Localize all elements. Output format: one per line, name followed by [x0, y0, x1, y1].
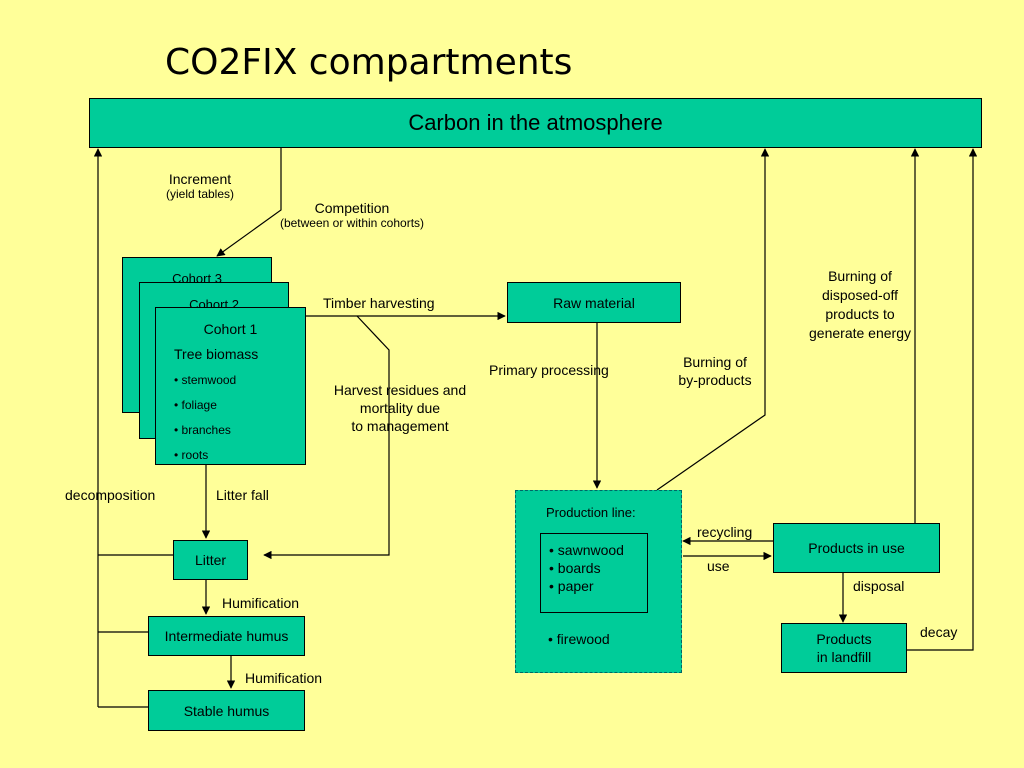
timber-harvesting-label: Timber harvesting	[323, 295, 435, 311]
atmosphere-box: Carbon in the atmosphere	[89, 98, 982, 148]
firewood-label: • firewood	[548, 631, 610, 647]
litter-box: Litter	[173, 540, 248, 580]
production-line-title: Production line:	[546, 505, 636, 520]
burning-byproducts-arrow	[656, 148, 770, 491]
cohort-1-item: • foliage	[174, 398, 217, 412]
cohort-1-item: • branches	[174, 423, 231, 437]
products-in-use-label: Products in use	[808, 540, 905, 556]
harvest-residues-line: to management	[351, 418, 449, 434]
humification-label-2: Humification	[245, 670, 323, 686]
atmosphere-label: Carbon in the atmosphere	[408, 110, 663, 135]
cohort-1-box: Cohort 1 Tree biomass • stemwood • folia…	[155, 307, 306, 465]
burning-byproducts-line: by-products	[678, 372, 752, 388]
production-items-box: • sawnwood • boards • paper	[540, 533, 648, 613]
litter-fall-label: Litter fall	[216, 487, 269, 503]
decay-arrow	[907, 148, 978, 651]
cohort-1-item: • roots	[174, 448, 209, 462]
cohort-1-item: • stemwood	[174, 373, 237, 387]
production-line-box: Production line: • sawnwood • boards • p…	[515, 490, 682, 673]
raw-material-label: Raw material	[553, 294, 635, 311]
burning-byproducts-label: Burning of by-products	[665, 353, 765, 389]
products-in-use-box: Products in use	[773, 523, 940, 573]
production-item: • boards	[549, 560, 601, 576]
stable-humus-box: Stable humus	[148, 690, 305, 731]
intermediate-humus-box: Intermediate humus	[148, 616, 305, 656]
disposal-label: disposal	[853, 578, 905, 594]
harvest-residues-line: Harvest residues and	[333, 382, 467, 398]
burning-disposed-line: Burning of	[828, 268, 892, 284]
increment-label: Increment	[168, 171, 232, 187]
burning-disposed-line: generate energy	[809, 325, 911, 341]
landfill-label-line: Products	[816, 631, 872, 647]
increment-arrow	[216, 148, 282, 257]
burning-disposed-line: disposed-off	[821, 287, 898, 303]
production-item: • paper	[549, 578, 594, 594]
cohort-1-title: Cohort 1	[203, 321, 258, 337]
use-label: use	[707, 558, 730, 574]
harvest-residues-line: mortality due	[359, 400, 441, 416]
increment-sublabel: (yield tables)	[165, 187, 235, 201]
competition-label: Competition	[314, 200, 390, 216]
decomposition-label: decomposition	[65, 487, 156, 503]
competition-sublabel: (between or within cohorts)	[279, 216, 425, 230]
intermediate-humus-label: Intermediate humus	[164, 628, 289, 644]
burning-disposed-label: Burning of disposed-off products to gene…	[800, 267, 920, 343]
increment-label-group: Increment (yield tables)	[150, 171, 250, 201]
humification-label-1: Humification	[222, 595, 300, 611]
landfill-label-line: in landfill	[816, 649, 872, 665]
harvest-residues-label: Harvest residues and mortality due to ma…	[320, 381, 480, 435]
stable-humus-label: Stable humus	[183, 702, 270, 719]
competition-label-group: Competition (between or within cohorts)	[262, 200, 442, 230]
raw-material-box: Raw material	[507, 282, 681, 323]
products-in-landfill-box: Products in landfill	[781, 623, 907, 673]
page-title: CO2FIX compartments	[165, 42, 573, 83]
decay-label: decay	[920, 624, 958, 640]
litter-label: Litter	[194, 552, 227, 568]
harvest-residues-arrow	[263, 315, 390, 560]
burning-disposed-line: products to	[825, 306, 895, 322]
burning-byproducts-line: Burning of	[683, 354, 747, 370]
primary-processing-label: Primary processing	[489, 362, 609, 378]
recycling-label: recycling	[697, 524, 753, 540]
cohort-1-subtitle: Tree biomass	[174, 346, 259, 362]
production-item: • sawnwood	[549, 542, 624, 558]
